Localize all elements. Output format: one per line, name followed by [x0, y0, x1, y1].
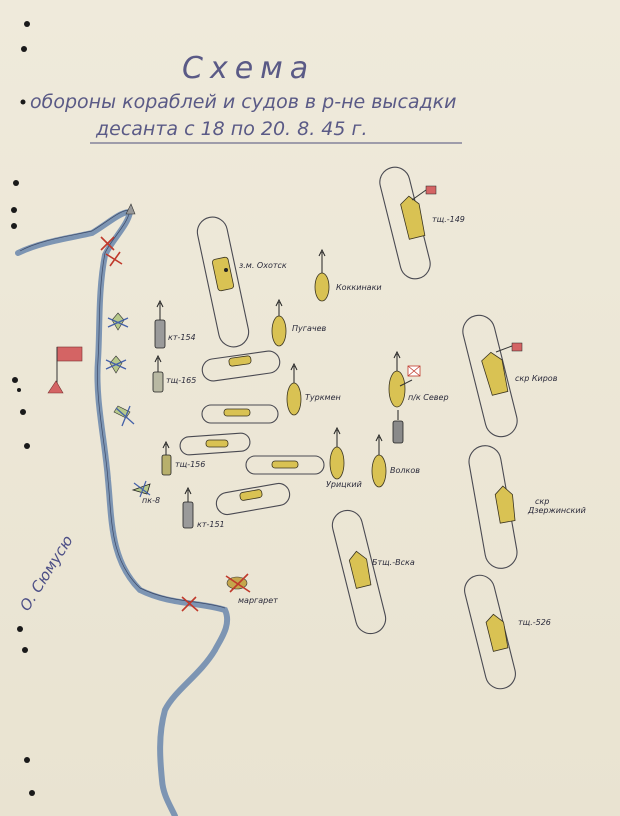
label-tshch156: тщ-156: [175, 460, 205, 469]
label-pugachev: Пугачев: [292, 324, 327, 333]
zone-ships: [205, 185, 523, 652]
flag-icon: [399, 365, 421, 387]
river-ships: [105, 312, 135, 427]
title-line1: Схема: [182, 51, 315, 86]
title-line3: десанта с 18 по 20. 8. 45 г.: [95, 118, 368, 140]
title-line2: обороны кораблей и судов в р-не высадки: [30, 91, 457, 113]
defense-zones: [179, 166, 518, 690]
small-craft: [131, 319, 404, 529]
label-tshch149: тщ.-149: [432, 215, 465, 224]
label-skr-dzerzhinsky-1: скр: [535, 497, 549, 506]
label-margarett: маргарет: [238, 596, 278, 605]
label-kokkinaki: Коккинаки: [336, 283, 382, 292]
label-btshch-veka: Бтщ.-Вска: [372, 558, 415, 567]
label-tshch165: тщ-165: [166, 376, 196, 385]
label-pk8: пк-8: [142, 496, 160, 505]
label-skr-dzerzhinsky-2: Дзержинский: [527, 506, 586, 515]
label-kt154: кт-154: [168, 333, 196, 342]
river: [15, 208, 231, 816]
island-label: О. Сюмусю: [16, 532, 77, 614]
arrow-icon: [154, 248, 406, 503]
flag-icon: [47, 346, 83, 394]
label-pk-sever: п/к Север: [408, 393, 449, 402]
ship-labels: з.м. Охотск тщ.-149 Коккинаки кт-154 Пуг…: [142, 215, 586, 627]
label-volkov: Волков: [390, 466, 420, 475]
red-cross-mark-icon: [100, 236, 251, 612]
label-skr-kirov: скр Киров: [515, 374, 558, 383]
lighthouse-icon: [125, 203, 136, 215]
label-kt151: кт-151: [197, 520, 225, 529]
label-zm-okhotsk: з.м. Охотск: [239, 261, 287, 270]
label-uritsky: Урицкий: [326, 480, 362, 489]
binder-holes: [11, 21, 35, 796]
label-tshch526: тщ.-526: [518, 618, 551, 627]
label-turkmen: Туркмен: [305, 393, 341, 402]
